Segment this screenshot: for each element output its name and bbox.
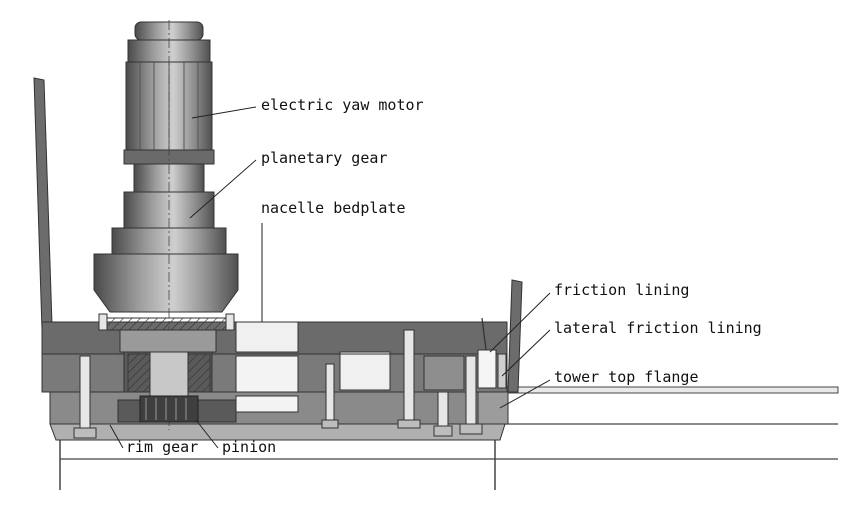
label-nacelle-bedplate: nacelle bedplate xyxy=(261,199,406,217)
bolt-center-3 xyxy=(433,391,453,437)
tower-structure xyxy=(59,386,839,490)
nacelle-bedplate-shape xyxy=(33,77,523,393)
bolt-right xyxy=(459,355,483,435)
label-tower-top-flange: tower top flange xyxy=(554,368,699,386)
bolt-center-1 xyxy=(321,363,339,429)
label-lateral-friction-lining: lateral friction lining xyxy=(554,319,762,337)
label-pinion: pinion xyxy=(222,438,276,456)
bolts xyxy=(73,313,483,439)
bolt-left-inner xyxy=(98,313,235,331)
friction-lining-shapes xyxy=(477,317,507,389)
label-rim-gear: rim gear xyxy=(126,438,198,456)
labels: electric yaw motor planetary gear nacell… xyxy=(126,96,762,456)
yaw-drive-assembly xyxy=(93,20,239,430)
bolt-left-outer xyxy=(73,355,97,439)
bolt-center-2 xyxy=(397,329,421,429)
label-friction-lining: friction lining xyxy=(554,281,689,299)
leader-lines xyxy=(109,106,551,449)
label-yaw-motor: electric yaw motor xyxy=(261,96,424,114)
label-planetary-gear: planetary gear xyxy=(261,149,387,167)
